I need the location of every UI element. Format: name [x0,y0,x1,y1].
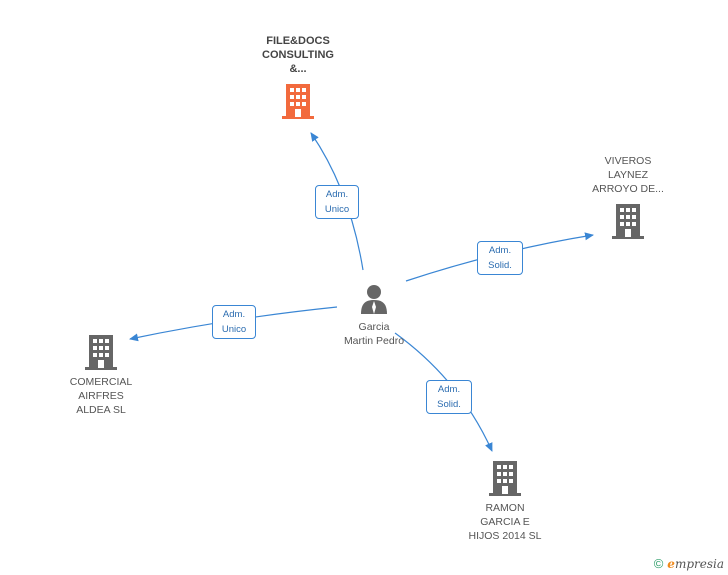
building-icon [489,461,521,496]
person-icon [361,285,387,314]
relation-label-line2: Unico [221,324,247,335]
company-node-viveros[interactable]: VIVEROS LAYNEZ ARROYO DE... [578,154,678,240]
building-icon [282,84,314,119]
building-icon [612,204,644,239]
company-node-file-docs[interactable]: FILE&DOCS CONSULTING &... [248,34,348,120]
relation-label-line2: Unico [324,204,350,215]
company-label-line2: LAYNEZ [607,169,649,181]
building-icon [85,335,117,370]
brand-name: mpresia [674,556,724,571]
copyright-symbol: © [653,556,664,571]
company-label-line1: VIVEROS [604,155,652,167]
company-label-line1: FILE&DOCS [266,35,330,47]
relation-label-line2: Solid. [437,399,461,410]
company-label-line2: GARCIA E [480,516,530,528]
relation-label-line2: Solid. [488,260,512,271]
center-person-label-1: Garcia [358,321,390,333]
brand-initial: e [667,556,675,571]
center-person-label-2: Martin Pedro [343,335,405,347]
relation-label-line1: Adm. [222,309,246,320]
center-person-node[interactable]: Garcia Martin Pedro [331,283,417,348]
company-label-line3: ARROYO DE... [592,183,664,195]
empresia-watermark[interactable]: © empresia [654,556,724,571]
relation-label-comercial[interactable]: Adm. Unico [212,305,256,339]
brand-logo: empresia [667,557,724,571]
company-node-ramon[interactable]: RAMON GARCIA E HIJOS 2014 SL [455,459,555,543]
company-label-line3: &... [289,63,307,75]
relation-label-ramon[interactable]: Adm. Solid. [426,380,472,414]
relation-label-file-docs[interactable]: Adm. Unico [315,185,359,219]
company-label-line2: CONSULTING [262,49,334,61]
company-label-line3: ALDEA SL [76,404,126,416]
relation-label-line1: Adm. [437,384,461,395]
relation-label-line1: Adm. [488,245,512,256]
relation-label-viveros[interactable]: Adm. Solid. [477,241,523,275]
company-label-line3: HIJOS 2014 SL [468,530,542,542]
company-label-line2: AIRFRES [78,390,124,402]
company-node-comercial[interactable]: COMERCIAL AIRFRES ALDEA SL [51,333,151,417]
relation-label-line1: Adm. [325,189,349,200]
company-label-line1: RAMON [485,502,525,514]
company-label-line1: COMERCIAL [69,376,133,388]
